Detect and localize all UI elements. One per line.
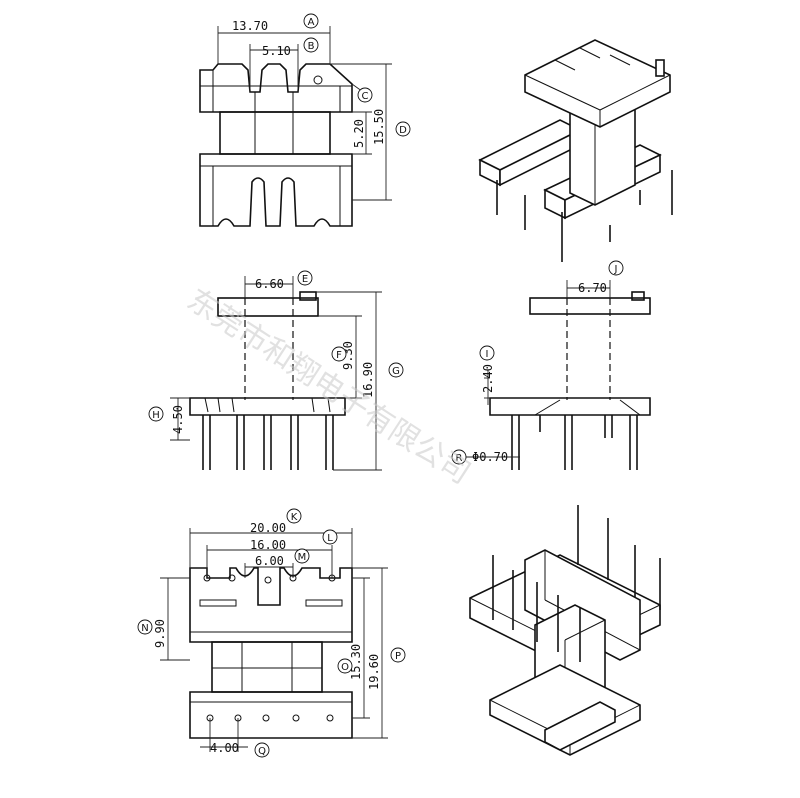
dim-height-value: 5.20 <box>352 119 366 148</box>
dim-p-value: 19.60 <box>367 654 381 690</box>
dim-h-value: 4.50 <box>171 405 185 434</box>
svg-text:C: C <box>362 91 369 102</box>
dim-d-value: 15.50 <box>372 109 386 145</box>
svg-text:R: R <box>456 453 463 464</box>
svg-text:G: G <box>392 366 400 377</box>
label-d: D <box>395 121 411 137</box>
label-p: P <box>390 647 406 663</box>
label-f: F <box>331 346 347 362</box>
label-l: L <box>322 529 338 545</box>
svg-text:B: B <box>308 41 315 52</box>
dim-g-value: 16.90 <box>361 362 375 398</box>
label-i: I <box>479 345 495 361</box>
label-h: H <box>148 406 164 422</box>
label-a: A <box>303 13 319 29</box>
svg-text:N: N <box>141 623 148 634</box>
dim-n-value: 9.90 <box>153 619 167 648</box>
svg-text:E: E <box>302 274 308 285</box>
dim-m-value: 6.00 <box>255 554 284 568</box>
svg-text:Q: Q <box>258 746 266 757</box>
label-m: M <box>294 548 310 564</box>
dim-r-value: Φ0.70 <box>472 450 508 464</box>
svg-text:M: M <box>298 552 307 563</box>
svg-text:I: I <box>486 349 489 360</box>
dim-q-value: 4.00 <box>210 741 239 755</box>
label-j: J <box>608 260 624 276</box>
dim-i-value: 2.40 <box>481 364 495 393</box>
svg-text:A: A <box>308 17 315 28</box>
svg-text:J: J <box>614 264 618 275</box>
label-q: Q <box>254 742 270 758</box>
label-b: B <box>303 37 319 53</box>
svg-text:D: D <box>399 125 407 136</box>
iso-view-bottom <box>469 505 661 756</box>
label-r: R <box>451 449 467 465</box>
iso-view-top <box>478 39 673 262</box>
dim-l-value: 16.00 <box>250 538 286 552</box>
svg-text:L: L <box>327 533 333 544</box>
dim-j-value: 6.70 <box>578 281 607 295</box>
svg-text:O: O <box>341 662 349 673</box>
bottom-view: 20.00 K 16.00 L 6.00 M 9.90 N 15.30 O 19… <box>137 508 406 758</box>
label-c: C <box>357 87 373 103</box>
svg-text:P: P <box>395 651 401 662</box>
dim-o-value: 15.30 <box>349 644 363 680</box>
dim-a-value: 13.70 <box>232 19 268 33</box>
front-view: 6.60 E 9.30 F 16.90 G 4.50 H <box>148 270 404 471</box>
dim-e-value: 6.60 <box>255 277 284 291</box>
label-o: O <box>337 658 353 674</box>
dim-b-value: 5.10 <box>262 44 291 58</box>
dim-f-value: 9.30 <box>341 341 355 370</box>
label-e: E <box>297 270 313 286</box>
top-view: 13.70 A 5.10 B C 15.50 D 5.20 <box>199 13 411 227</box>
svg-text:F: F <box>336 350 342 361</box>
svg-text:H: H <box>152 410 160 421</box>
company-watermark: 东莞市和翔电子有限公司 <box>181 282 477 491</box>
label-n: N <box>137 619 153 635</box>
label-g: G <box>388 362 404 378</box>
dim-k-value: 20.00 <box>250 521 286 535</box>
side-view: 6.70 J 2.40 I Φ0.70 R <box>451 260 651 470</box>
label-k: K <box>286 508 302 524</box>
svg-text:K: K <box>291 512 298 523</box>
